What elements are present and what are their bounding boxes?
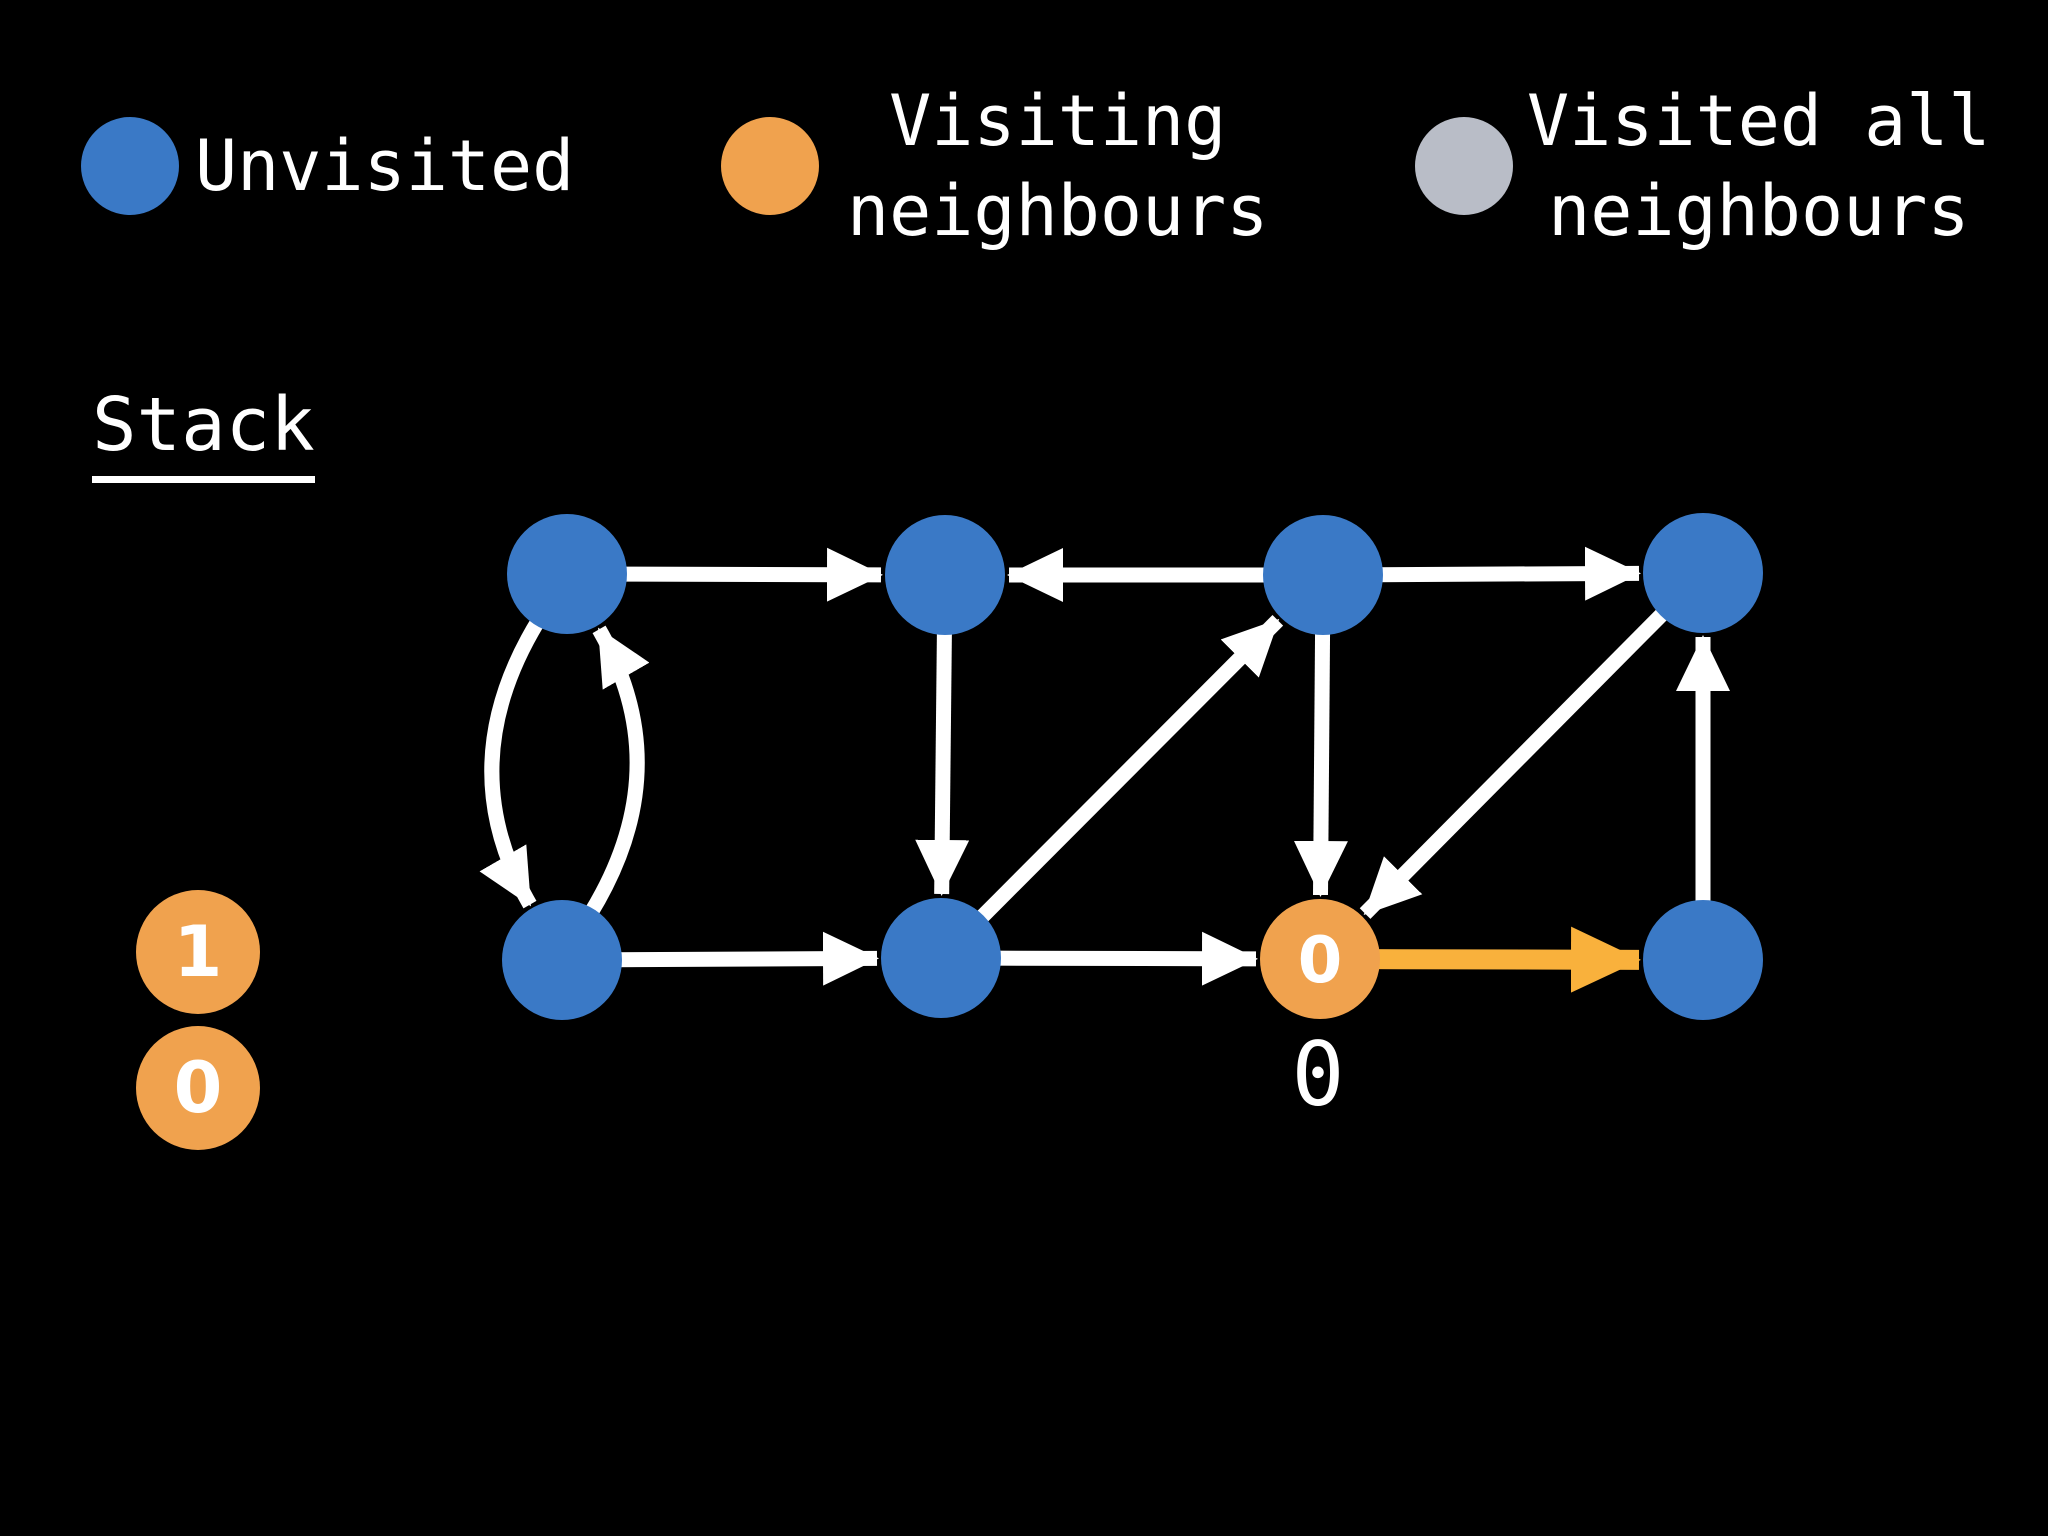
visiting-node-icon xyxy=(721,117,819,215)
graph-edge-b-f xyxy=(915,626,970,897)
graph-node-c xyxy=(1263,515,1383,635)
graph-edge-a-e xyxy=(479,616,546,909)
legend-label-visited: Visited all neighbours xyxy=(1527,80,1991,252)
graph-node-e xyxy=(502,900,622,1020)
graph-node-d xyxy=(1643,513,1763,633)
legend-item-visiting: Visiting neighbours xyxy=(721,76,1268,256)
visited-node-icon xyxy=(1415,117,1513,215)
graph-node-h xyxy=(1643,900,1763,1020)
graph-edge-c-g xyxy=(1293,626,1348,898)
graph-edge-e-a xyxy=(583,625,650,918)
unvisited-node-icon xyxy=(81,117,179,215)
legend-item-visited: Visited all neighbours xyxy=(1415,76,1991,256)
graph-node-g-id-label: 0 xyxy=(1292,1023,1345,1126)
graph-node-f xyxy=(881,898,1001,1018)
graph-node-g xyxy=(1260,899,1380,1019)
graph-edge-f-g xyxy=(992,931,1258,986)
graph-node-b xyxy=(885,515,1005,635)
graph-edge-d-g xyxy=(1359,604,1672,919)
stack-item: 1 xyxy=(136,890,260,1014)
legend-label-unvisited: Unvisited xyxy=(195,125,575,207)
graph-edge-f-c xyxy=(972,615,1284,927)
graph-edge-a-b xyxy=(618,547,883,602)
graph-edge-e-f xyxy=(613,931,880,986)
stack-title: Stack xyxy=(92,382,315,483)
stack-item: 0 xyxy=(136,1026,260,1150)
legend-item-unvisited: Unvisited xyxy=(81,117,574,215)
graph-node-a xyxy=(507,514,627,634)
legend-label-visiting: Visiting neighbours xyxy=(847,80,1269,252)
graph-node-g-label: 0 xyxy=(1298,924,1343,998)
graph-edge-g-h xyxy=(1371,926,1641,993)
graph-edge-c-d xyxy=(1374,546,1641,601)
